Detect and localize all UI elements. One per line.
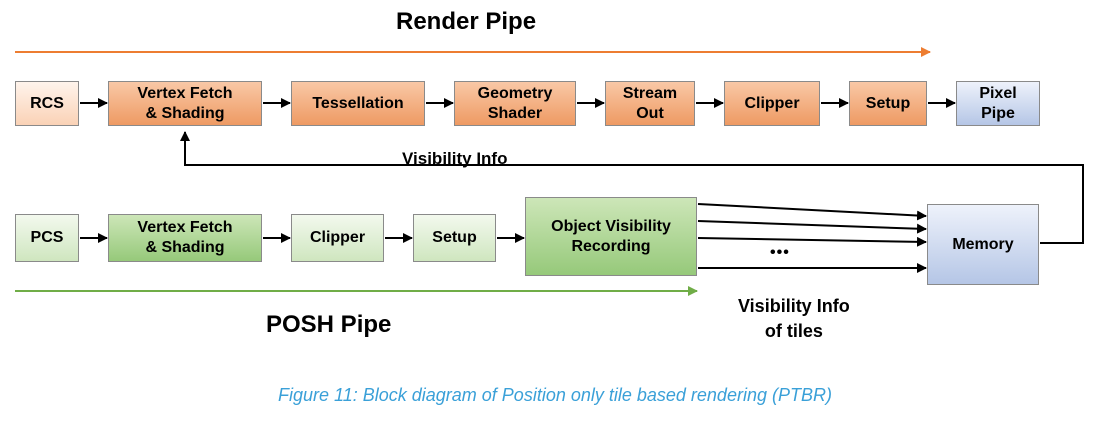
posh-vertex-fetch-box: Vertex Fetch & Shading [108,214,262,262]
render-setup-box: Setup [849,81,927,126]
figure-caption: Figure 11: Block diagram of Position onl… [278,385,832,405]
visibility-info-label: Visibility Info [402,149,508,168]
posh-pipe-title: POSH Pipe [266,311,392,338]
render-clipper-box: Clipper [724,81,820,126]
posh-clipper-box: Clipper [291,214,384,262]
visibility-info-feedback-line [180,131,1084,244]
arrow-visibility-to-memory-2 [697,220,927,234]
render-rcs-box: RCS [15,81,79,126]
posh-setup-box: Setup [413,214,496,262]
render-vertex-fetch-box: Vertex Fetch & Shading [108,81,262,126]
render-tessellation-box: Tessellation [291,81,425,126]
visibility-info-tiles-label: Visibility Info of tiles [738,296,850,341]
posh-object-visibility-box: Object Visibility Recording [525,197,697,276]
render-stream-out-box: Stream Out [605,81,695,126]
posh-pcs-box: PCS [15,214,79,262]
render-pipe-title: Render Pipe [396,8,537,35]
arrow-visibility-to-memory-1 [697,203,927,221]
render-geometry-shader-box: Geometry Shader [454,81,576,126]
arrow-visibility-to-memory-3 [697,236,927,247]
ellipsis-label: ••• [770,244,790,261]
memory-box: Memory [927,204,1039,285]
render-pixel-pipe-box: Pixel Pipe [956,81,1040,126]
